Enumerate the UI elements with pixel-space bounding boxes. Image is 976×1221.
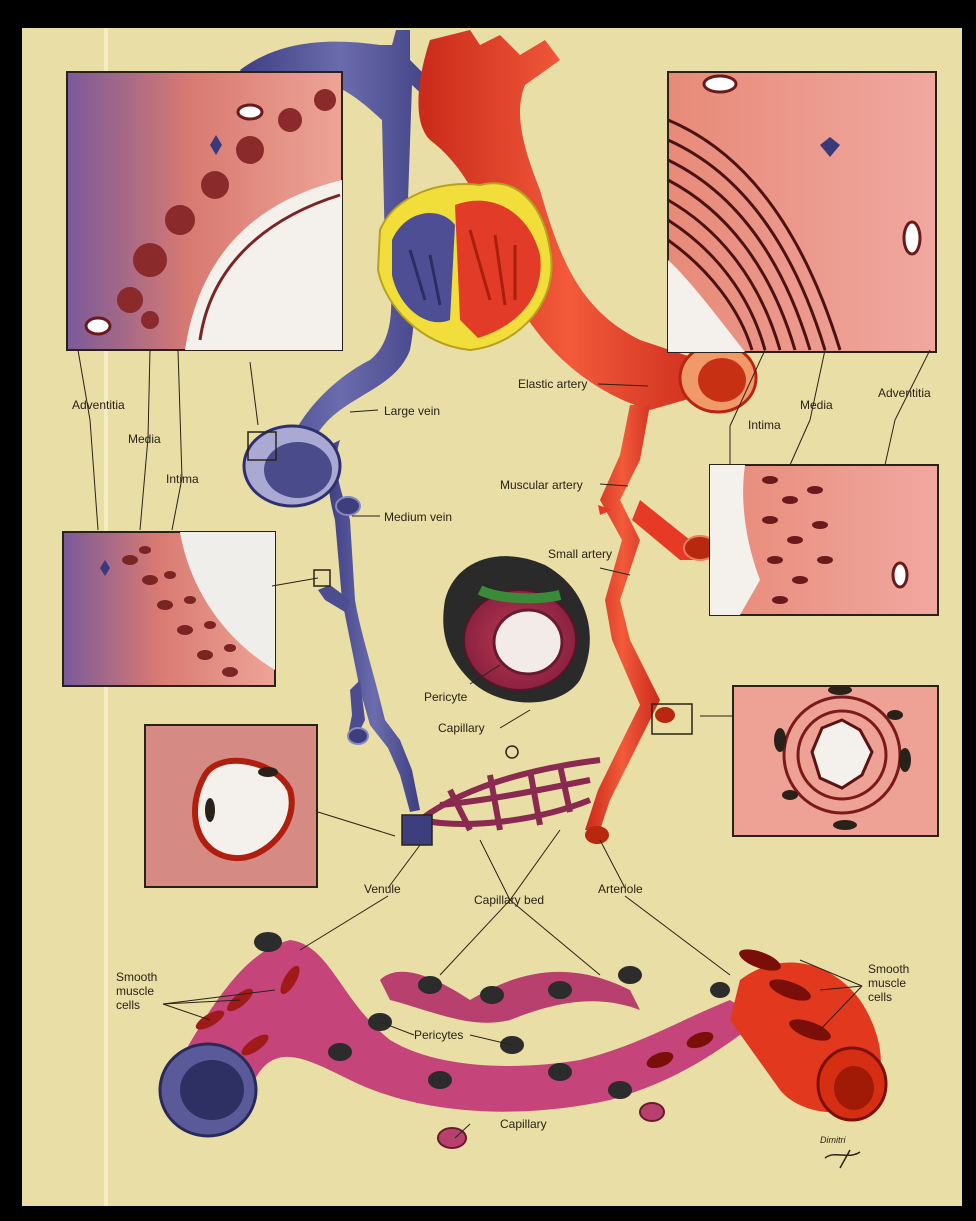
label-large-vein: Large vein: [384, 404, 440, 418]
vasa-vasorum-top: [238, 105, 262, 119]
vasa-vasorum-bottom: [86, 318, 110, 334]
label-smooth-muscle-right-3: cells: [868, 990, 892, 1004]
label-adventitia-right: Adventitia: [878, 386, 931, 400]
label-venule: Venule: [364, 882, 401, 896]
artery-wall-panel: [668, 72, 936, 352]
venule-origin-box: [402, 815, 432, 845]
medium-vein-opening: [336, 497, 360, 515]
label-pericyte: Pericyte: [424, 690, 467, 704]
artery-vasa-vasorum: [904, 222, 920, 254]
large-vein-lumen: [264, 442, 332, 498]
label-pericytes: Pericytes: [414, 1028, 463, 1042]
label-small-artery: Small artery: [548, 547, 612, 561]
muscular-artery-vasa: [893, 563, 907, 587]
label-capillary-bed: Capillary bed: [474, 893, 544, 907]
label-capillary-top: Capillary: [438, 721, 485, 735]
signature-text: Dimitri: [820, 1133, 846, 1147]
arteriole-opening: [585, 826, 609, 844]
label-smooth-muscle-left-2: muscle: [116, 984, 154, 998]
muscular-artery-panel: [710, 465, 938, 615]
bottom-capillary-stub-right: [640, 1103, 664, 1121]
artery-vasa-top: [704, 76, 736, 92]
small-artery-panel: [733, 685, 938, 836]
label-media-right: Media: [800, 398, 833, 412]
small-vein-opening: [348, 728, 368, 744]
label-media-left: Media: [128, 432, 161, 446]
vein-wall-panel: [67, 72, 342, 350]
label-arteriole: Arteriole: [598, 882, 643, 896]
label-smooth-muscle-right-2: muscle: [868, 976, 906, 990]
label-medium-vein: Medium vein: [384, 510, 452, 524]
label-muscular-artery: Muscular artery: [500, 478, 583, 492]
venule-pericyte-right: [258, 767, 278, 777]
bottom-arteriole-lumen: [834, 1066, 874, 1110]
venule-panel: [145, 725, 317, 887]
label-adventitia-left: Adventitia: [72, 398, 125, 412]
label-smooth-muscle-left-1: Smooth: [116, 970, 157, 984]
small-artery-opening: [655, 707, 675, 723]
bottom-venule-lumen: [180, 1060, 244, 1120]
medium-vein-panel: [63, 532, 275, 686]
label-smooth-muscle-right-1: Smooth: [868, 962, 909, 976]
label-intima-left: Intima: [166, 472, 199, 486]
label-elastic-artery: Elastic artery: [518, 377, 587, 391]
label-smooth-muscle-left-3: cells: [116, 998, 140, 1012]
elastic-artery-lumen: [698, 358, 746, 402]
label-capillary-bottom: Capillary: [500, 1117, 547, 1131]
capillary-lumen: [494, 610, 562, 674]
label-intima-right: Intima: [748, 418, 781, 432]
venule-pericyte-left: [205, 798, 215, 822]
